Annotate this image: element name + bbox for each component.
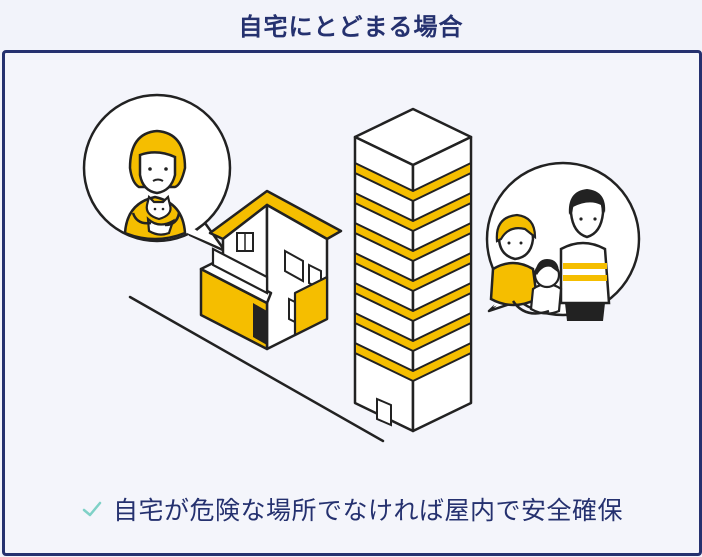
caption-row: 自宅が危険な場所でなければ屋内で安全確保 <box>5 481 699 537</box>
house-icon <box>199 189 343 351</box>
content-panel: 自宅が危険な場所でなければ屋内で安全確保 <box>2 50 702 556</box>
family-icon <box>485 161 641 321</box>
scene-illustration <box>82 93 641 443</box>
ground-line <box>128 295 385 443</box>
header: 自宅にとどまる場合 <box>0 0 702 48</box>
apartment-tower-icon <box>353 107 473 433</box>
caption-text: 自宅が危険な場所でなければ屋内で安全確保 <box>112 496 623 525</box>
check-icon <box>82 501 102 517</box>
page-title: 自宅にとどまる場合 <box>238 12 464 41</box>
woman-with-cat-icon <box>82 93 232 253</box>
